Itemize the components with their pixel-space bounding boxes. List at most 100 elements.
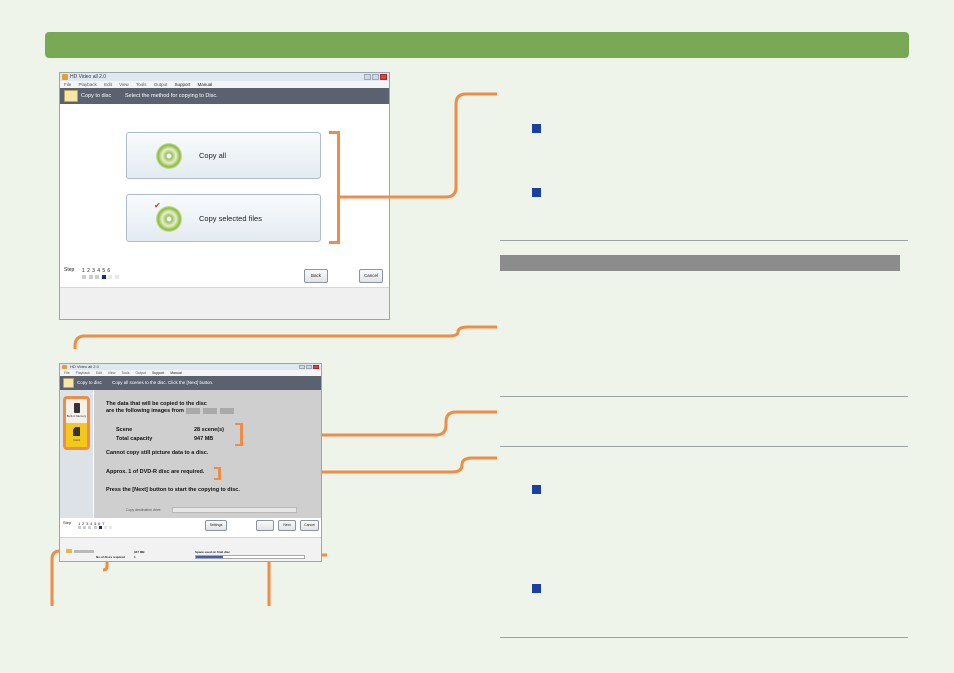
minimize-button[interactable] xyxy=(364,74,371,80)
step-progress xyxy=(78,526,115,530)
summary-line-1: The data that will be copied to the disc xyxy=(106,401,207,407)
disc-copy-icon xyxy=(63,378,74,388)
checkmark-icon: ✔ xyxy=(154,201,161,210)
step-number: 6 xyxy=(107,268,111,274)
menu-manual[interactable]: Manual xyxy=(197,82,213,87)
header-instruction: Copy all scenes to the disc. Click the [… xyxy=(112,380,214,385)
step-number: 4 xyxy=(97,268,101,274)
app-icon xyxy=(62,74,68,80)
maximize-button[interactable] xyxy=(306,365,312,369)
menu-playback[interactable]: Playback xyxy=(75,371,90,375)
source-format-labels xyxy=(186,408,236,414)
status-area: 947 MB No.of discs required 1 Space used… xyxy=(60,537,321,561)
press-next-text: Press the [Next] button to start the cop… xyxy=(106,487,240,493)
wizard-header: Copy to disc Select the method for copyi… xyxy=(60,88,389,104)
drive-label xyxy=(74,550,94,553)
menu-view[interactable]: View xyxy=(119,82,129,87)
next-button[interactable]: Next xyxy=(278,520,296,531)
menu-output[interactable]: Output xyxy=(135,371,146,375)
still-picture-note: Cannot copy still picture data to a disc… xyxy=(106,450,209,456)
bottom-status-area xyxy=(60,287,389,319)
callout-bracket xyxy=(329,241,339,244)
copy-summary-panel: The data that will be copied to the disc… xyxy=(94,390,321,518)
scene-value: 28 scene(s) xyxy=(194,427,224,433)
step-number: 1 xyxy=(82,268,85,274)
step-number: 3 xyxy=(92,268,95,274)
section-subheader-bar xyxy=(500,255,900,271)
menu-playback[interactable]: Playback xyxy=(78,82,97,87)
header-title: Copy to disc xyxy=(77,380,102,385)
divider xyxy=(500,240,908,241)
back-button[interactable]: Back xyxy=(304,269,328,283)
window-title: HD Video all 2.0 xyxy=(70,74,107,80)
maximize-button[interactable] xyxy=(372,74,379,80)
title-bar: HD Video all 2.0 xyxy=(60,73,389,81)
step-indicator: Step xyxy=(64,267,74,273)
minimize-button[interactable] xyxy=(299,365,305,369)
card-label: Card xyxy=(73,438,80,442)
menu-support[interactable]: Support xyxy=(174,82,191,87)
destination-drive-select[interactable] xyxy=(172,507,297,513)
step-number: 7 xyxy=(102,521,105,526)
bullet-marker xyxy=(532,124,541,133)
callout-bracket xyxy=(218,467,221,480)
header-title: Copy to disc xyxy=(81,93,112,99)
menu-edit[interactable]: Edit xyxy=(104,82,112,87)
menu-manual[interactable]: Manual xyxy=(170,371,182,375)
copy-all-label: Copy all xyxy=(199,151,227,160)
menu-file[interactable]: File xyxy=(64,371,70,375)
step-number: 2 xyxy=(87,268,90,274)
disc-icon xyxy=(156,206,182,232)
built-in-memory-icon xyxy=(74,403,80,413)
status-discs-value: 1 xyxy=(134,555,136,559)
callout-bracket xyxy=(235,444,241,446)
menu-view[interactable]: View xyxy=(107,371,116,375)
status-discs-label: No.of discs required xyxy=(96,555,126,559)
window-controls xyxy=(299,365,319,369)
step-number: 4 xyxy=(90,521,93,526)
menu-tools[interactable]: Tools xyxy=(135,82,147,87)
divider xyxy=(500,446,908,447)
close-button[interactable] xyxy=(380,74,387,80)
copy-selected-button[interactable]: ✔ Copy selected files xyxy=(126,194,321,242)
step-indicator: Step xyxy=(63,520,71,525)
window-title: HD Video all 2.0 xyxy=(70,364,99,369)
bullet-marker xyxy=(532,584,541,593)
drive-icon xyxy=(66,549,72,553)
step-number: 1 xyxy=(78,521,81,526)
status-space-label: Space used on final disc xyxy=(195,550,231,554)
settings-button[interactable]: Settings xyxy=(205,520,227,531)
menu-output[interactable]: Output xyxy=(153,82,168,87)
status-total-capacity: 947 MB xyxy=(134,550,145,554)
built-in-memory-label: Built-in Memory xyxy=(66,414,87,418)
capacity-value: 947 MB xyxy=(194,436,214,442)
media-selection[interactable]: Built-in Memory Card xyxy=(63,396,90,450)
disc-copy-icon xyxy=(64,90,78,102)
close-button[interactable] xyxy=(313,365,319,369)
menu-support[interactable]: Support xyxy=(151,371,165,375)
back-button[interactable] xyxy=(256,520,274,531)
menu-tools[interactable]: Tools xyxy=(121,371,130,375)
menu-file[interactable]: File xyxy=(64,82,72,87)
cancel-button[interactable]: Cancel xyxy=(359,269,383,283)
divider xyxy=(500,396,908,397)
copy-all-button[interactable]: Copy all xyxy=(126,132,321,179)
app-icon xyxy=(62,365,67,369)
step-number: 6 xyxy=(98,521,101,526)
title-bar: HD Video all 2.0 xyxy=(60,364,321,370)
step-progress xyxy=(82,275,121,280)
step-number: 3 xyxy=(86,521,89,526)
sd-card-icon xyxy=(73,427,80,436)
section-header-bar xyxy=(45,32,909,58)
disc-icon xyxy=(156,143,182,169)
cancel-button[interactable]: Cancel xyxy=(300,520,319,531)
step-number: 5 xyxy=(94,521,97,526)
bullet-marker xyxy=(532,485,541,494)
copy-all-window: HD Video all 2.0 File Playback Edit View… xyxy=(59,363,322,562)
menu-edit[interactable]: Edit xyxy=(95,371,102,375)
summary-line-2: are the following images from xyxy=(106,408,184,414)
callout-bracket xyxy=(214,467,220,469)
